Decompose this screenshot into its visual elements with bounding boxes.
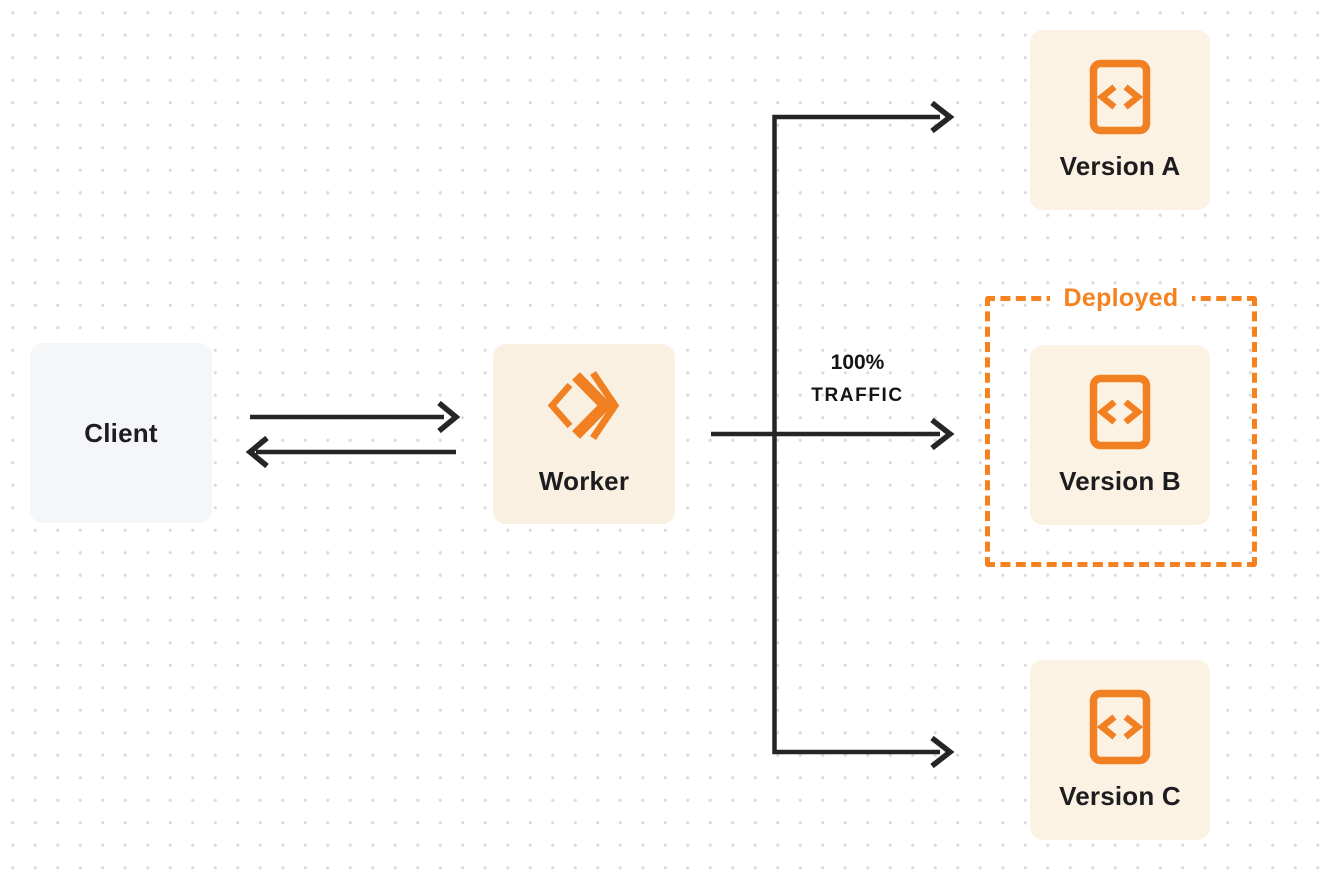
deployed-label: Deployed	[1063, 284, 1179, 312]
code-file-icon	[1089, 374, 1151, 449]
client-to-worker-arrow	[250, 400, 461, 434]
version-a-label: Version A	[1059, 150, 1181, 181]
version-a-node: Version A	[1030, 30, 1210, 210]
version-c-label: Version C	[1059, 780, 1181, 811]
code-file-icon	[1089, 689, 1151, 764]
traffic-split-line	[711, 100, 955, 769]
deployed-group-outline: Deployed	[985, 284, 1257, 567]
traffic-word-text: TRAFFIC	[811, 385, 904, 406]
version-b-label: Version B	[1059, 465, 1181, 496]
worker-node: Worker	[493, 344, 675, 524]
code-file-icon	[1089, 59, 1151, 134]
version-b-node: Version B	[1030, 345, 1210, 525]
worker-label: Worker	[538, 466, 630, 496]
traffic-percent-text: 100%	[830, 351, 885, 374]
traffic-annotation: 100% TRAFFIC	[800, 351, 915, 407]
version-c-node: Version C	[1030, 660, 1210, 840]
workers-logo-icon	[547, 371, 620, 440]
client-node: Client	[30, 343, 212, 523]
client-label: Client	[84, 417, 158, 448]
worker-to-client-arrow	[245, 435, 456, 469]
